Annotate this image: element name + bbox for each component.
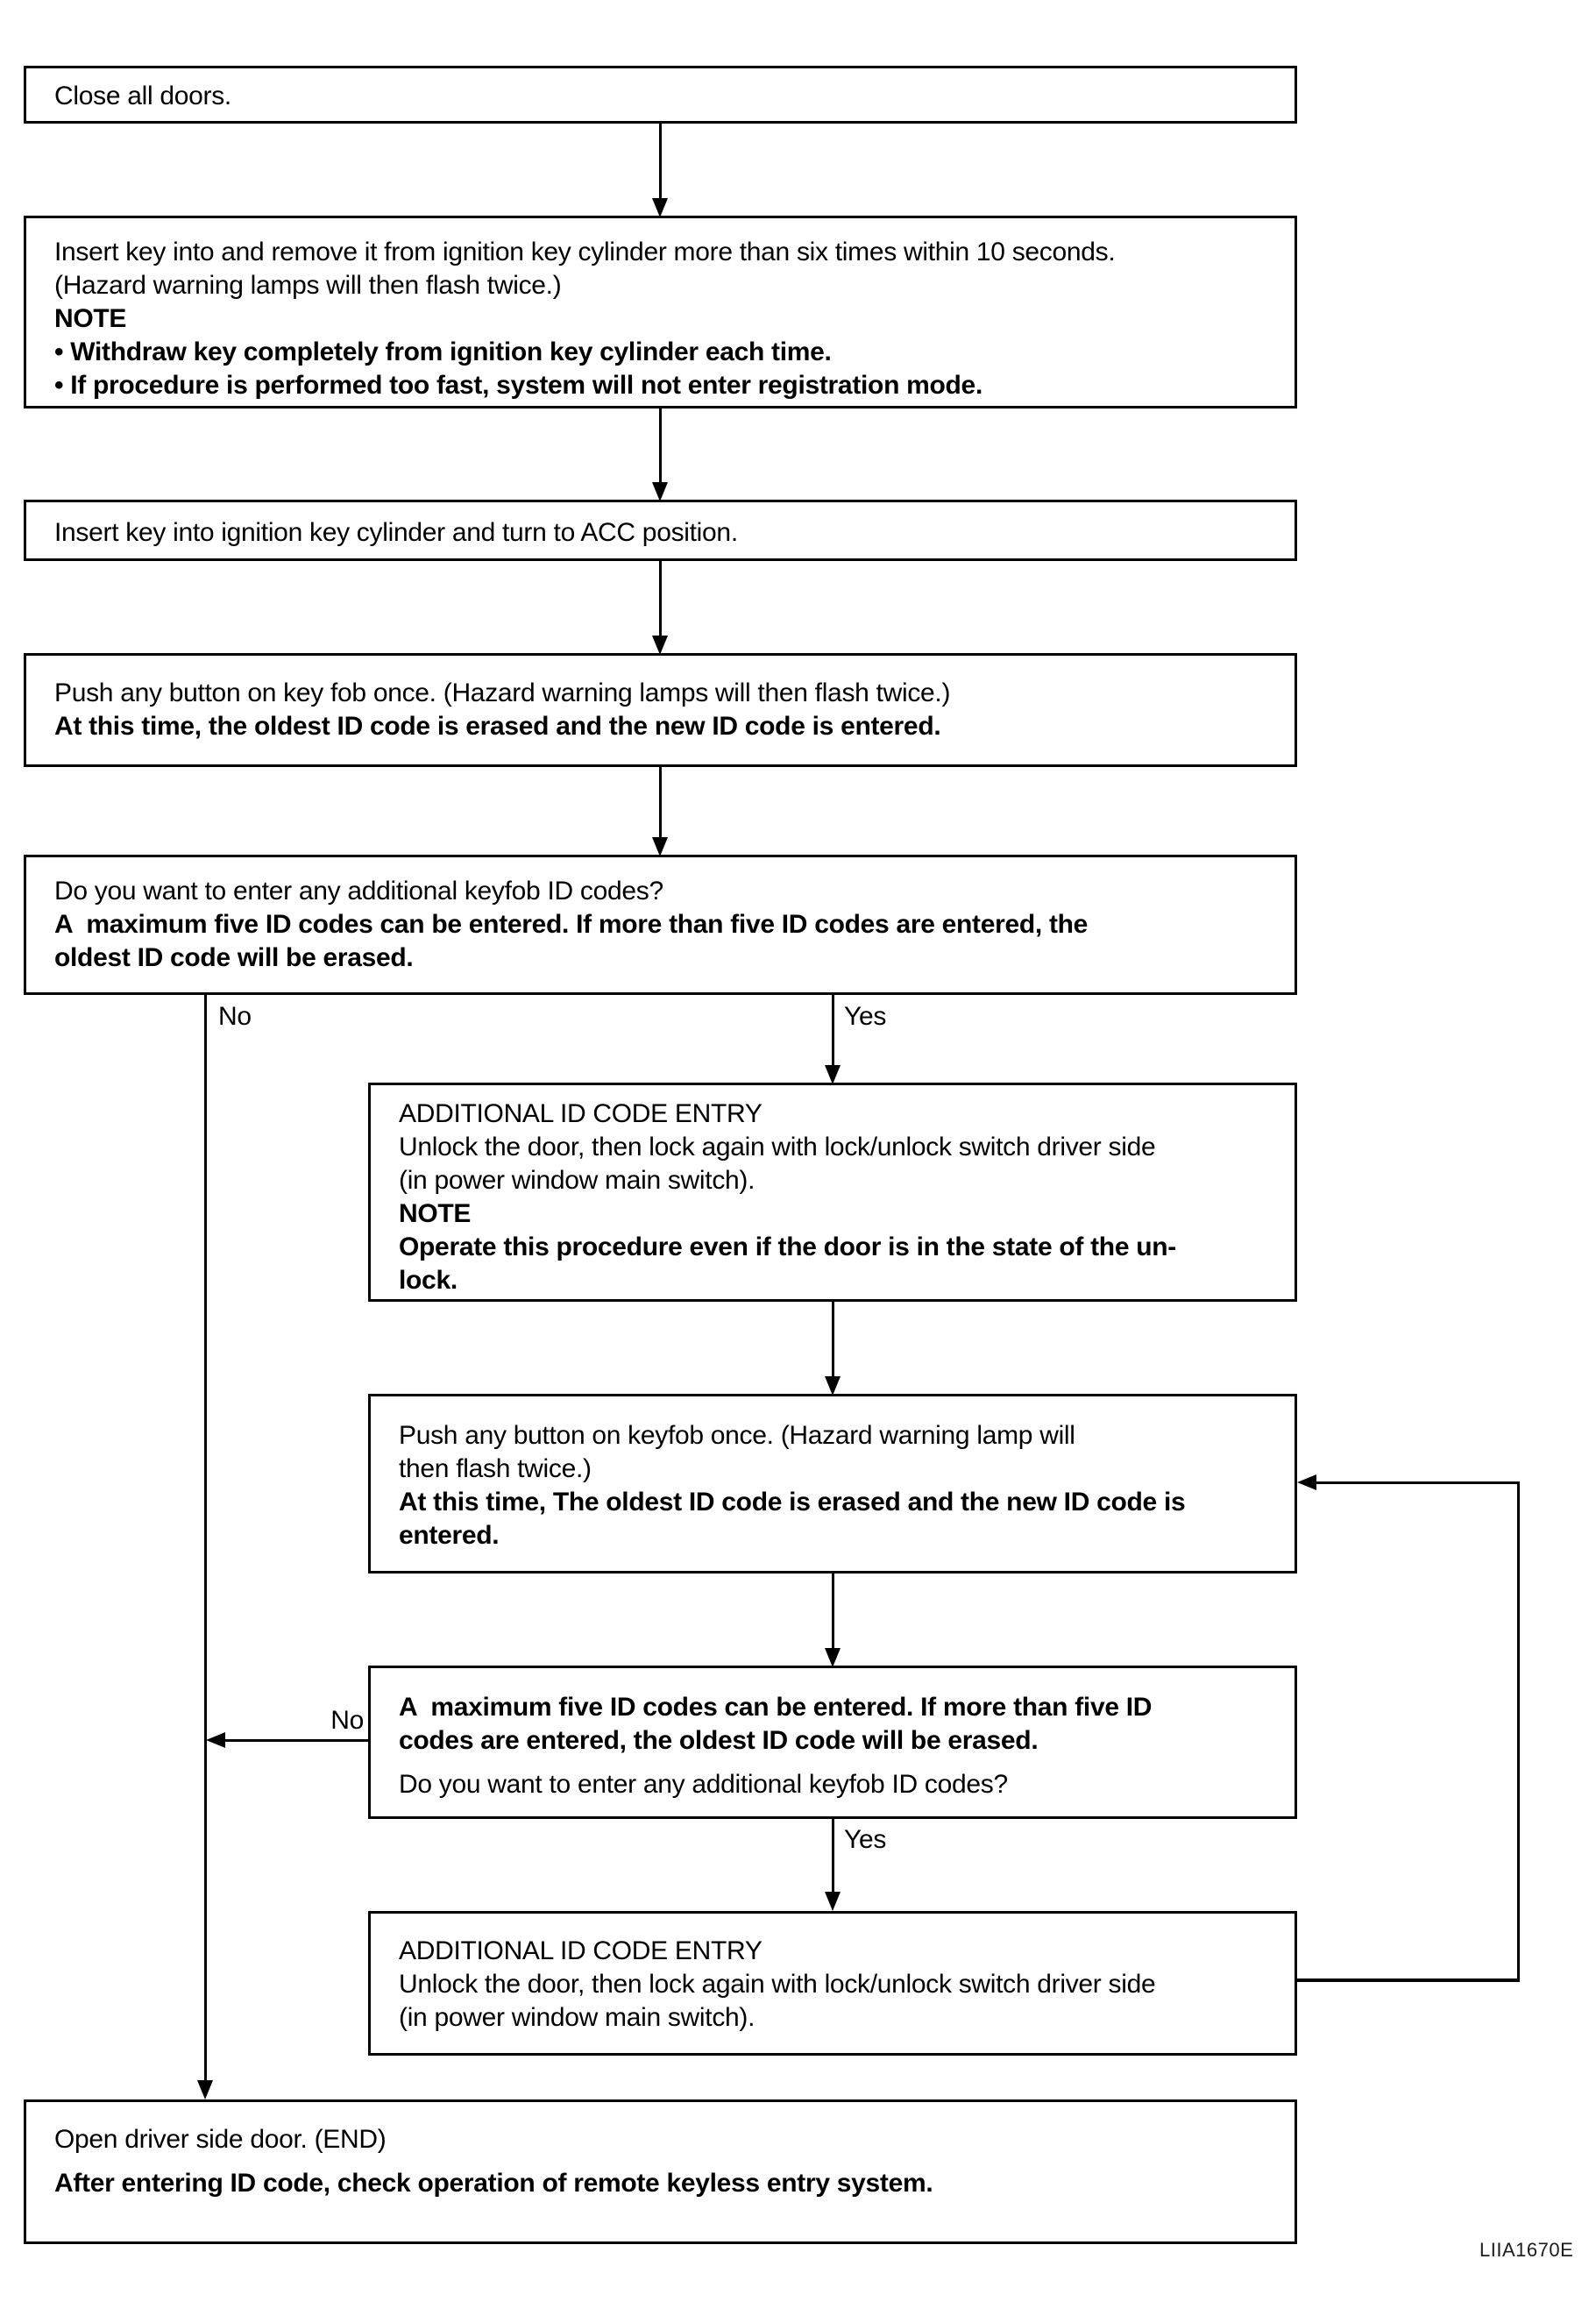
text-line: Push any button on keyfob once. (Hazard … xyxy=(399,1421,1075,1450)
text-line: Open driver side door. (END) xyxy=(54,2125,387,2154)
text-line: oldest ID code will be erased. xyxy=(54,943,414,972)
step-open-door-end: Open driver side door. (END) After enter… xyxy=(24,2099,1297,2244)
connector-no-branch xyxy=(204,995,207,2082)
arrowhead-down-icon xyxy=(825,1376,841,1396)
branch-label-yes: Yes xyxy=(844,1002,887,1031)
note-heading: NOTE xyxy=(399,1199,472,1228)
text-line: Push any button on key fob once. (Hazard… xyxy=(54,678,951,707)
connector-yes-branch-loop xyxy=(832,1819,834,1893)
step-additional-id-entry-loop: ADDITIONAL ID CODE ENTRY Unlock the door… xyxy=(368,1911,1297,2056)
text-line: Operate this procedure even if the door … xyxy=(399,1233,1176,1261)
step-close-all-doors: Close all doors. xyxy=(24,66,1297,124)
text-line: After entering ID code, check operation … xyxy=(54,2169,933,2198)
text-line: (in power window main switch). xyxy=(399,2003,755,2032)
decision-additional-codes-loop: A maximum five ID codes can be entered. … xyxy=(368,1666,1297,1819)
text-line: (Hazard warning lamps will then flash tw… xyxy=(54,271,562,300)
connector-step1-step2 xyxy=(659,124,662,200)
branch-label-yes: Yes xyxy=(844,1825,887,1854)
arrowhead-down-icon xyxy=(652,198,668,217)
arrowhead-down-icon xyxy=(825,1892,841,1911)
text-line: (in power window main switch). xyxy=(399,1166,755,1195)
connector-step4-step5 xyxy=(659,767,662,839)
feedback-connector-vertical xyxy=(1517,1481,1520,1982)
step-push-keyfob-loop: Push any button on keyfob once. (Hazard … xyxy=(368,1394,1297,1574)
text-line: Unlock the door, then lock again with lo… xyxy=(399,1970,1156,1999)
step-title: ADDITIONAL ID CODE ENTRY xyxy=(399,1099,763,1128)
text-line: Close all doors. xyxy=(54,82,231,110)
step-additional-id-entry-first: ADDITIONAL ID CODE ENTRY Unlock the door… xyxy=(368,1083,1297,1302)
note-bullet: • If procedure is performed too fast, sy… xyxy=(54,371,982,400)
arrowhead-left-icon xyxy=(206,1732,225,1748)
note-bullet: • Withdraw key completely from ignition … xyxy=(54,337,832,366)
arrowhead-down-icon xyxy=(652,636,668,655)
text-line: lock. xyxy=(399,1266,458,1295)
arrowhead-down-icon xyxy=(652,837,668,856)
connector-step3-step4 xyxy=(659,561,662,637)
step-title: ADDITIONAL ID CODE ENTRY xyxy=(399,1936,763,1965)
decision-additional-codes-first: Do you want to enter any additional keyf… xyxy=(24,855,1297,995)
text-line: Do you want to enter any additional keyf… xyxy=(399,1770,1008,1799)
feedback-connector-top xyxy=(1315,1481,1520,1484)
arrowhead-down-icon xyxy=(825,1065,841,1084)
text-line: Insert key into and remove it from ignit… xyxy=(54,238,1116,266)
connector-no-branch-loop xyxy=(222,1739,370,1742)
step-turn-to-acc: Insert key into ignition key cylinder an… xyxy=(24,500,1297,561)
figure-code: LIIA1670E xyxy=(1479,2239,1574,2261)
connector-step7-step8 xyxy=(832,1574,834,1650)
connector-yes-branch xyxy=(832,995,834,1067)
text-line: At this time, the oldest ID code is eras… xyxy=(54,712,941,741)
step-push-keyfob-first: Push any button on key fob once. (Hazard… xyxy=(24,653,1297,767)
step-insert-remove-key: Insert key into and remove it from ignit… xyxy=(24,216,1297,408)
arrowhead-down-icon xyxy=(825,1648,841,1667)
text-line: codes are entered, the oldest ID code wi… xyxy=(399,1726,1039,1755)
arrowhead-left-icon xyxy=(1297,1474,1316,1490)
text-line: A maximum five ID codes can be entered. … xyxy=(54,910,1089,939)
branch-label-no: No xyxy=(330,1706,364,1735)
connector-step6-step7 xyxy=(832,1302,834,1378)
arrowhead-down-icon xyxy=(652,482,668,501)
arrowhead-down-icon xyxy=(197,2080,213,2099)
text-line: Unlock the door, then lock again with lo… xyxy=(399,1133,1156,1162)
text-line: entered. xyxy=(399,1521,500,1550)
text-line: A maximum five ID codes can be entered. … xyxy=(399,1693,1153,1722)
feedback-connector-bottom xyxy=(1297,1978,1520,1982)
text-line: Insert key into ignition key cylinder an… xyxy=(54,518,738,547)
text-line: At this time, The oldest ID code is eras… xyxy=(399,1488,1186,1517)
connector-step2-step3 xyxy=(659,408,662,484)
note-heading: NOTE xyxy=(54,304,127,333)
text-line: Do you want to enter any additional keyf… xyxy=(54,877,663,906)
branch-label-no: No xyxy=(218,1002,252,1031)
text-line: then flash twice.) xyxy=(399,1454,592,1483)
